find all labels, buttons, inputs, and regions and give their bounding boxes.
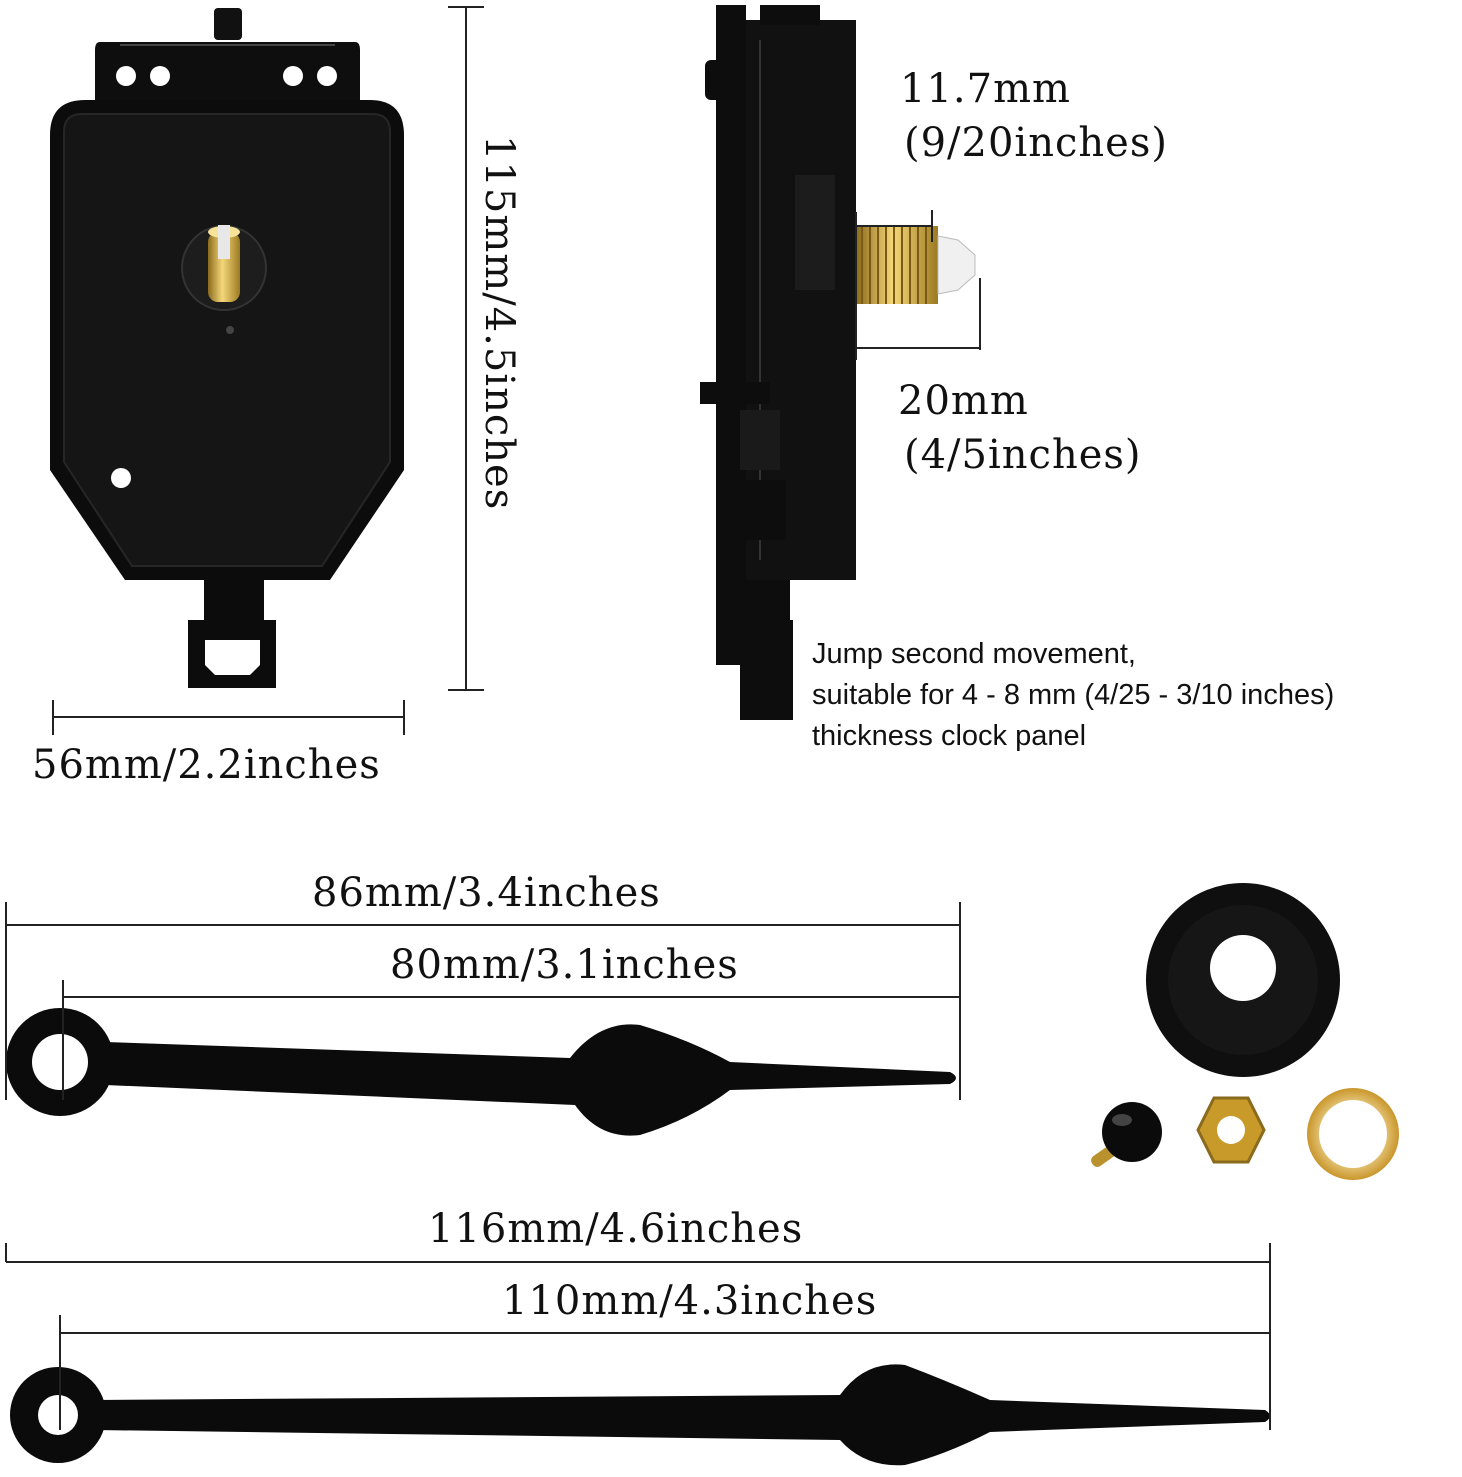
minute-hand-total-label: 116mm/4.6inches (428, 1206, 804, 1252)
minute-hand-center-label: 110mm/4.3inches (502, 1278, 878, 1324)
hour-hand-center-label: 80mm/3.1inches (390, 942, 739, 988)
rubber-washer (1146, 883, 1340, 1077)
second-hand-cap (1091, 1102, 1162, 1167)
shaft-total-label-in: (4/5inches) (904, 432, 1142, 478)
shaft-thread-label-in: (9/20inches) (904, 120, 1168, 166)
hour-hand-total-label: 86mm/3.4inches (312, 870, 661, 916)
movement-note-line-3: thickness clock panel (812, 720, 1087, 752)
shaft-dimension-lines (855, 210, 981, 360)
width-dimension-line (52, 700, 405, 735)
hex-nut (1196, 1096, 1266, 1164)
movement-height-label: 115mm/4.5inches (476, 135, 522, 511)
movement-front-view (50, 8, 404, 688)
shaft-thread-label-mm: 11.7mm (900, 66, 1071, 112)
movement-side-view (700, 5, 976, 720)
brass-washer (1307, 1088, 1399, 1180)
movement-note-line-1: Jump second movement, (812, 638, 1136, 670)
hour-hand-dimension-lines (5, 902, 961, 1100)
minute-hand (10, 1364, 1270, 1466)
hour-hand (6, 1008, 956, 1136)
height-dimension-line (448, 6, 484, 691)
movement-note-line-2: suitable for 4 - 8 mm (4/25 - 3/10 inche… (812, 679, 1335, 711)
shaft-total-label-mm: 20mm (898, 378, 1029, 424)
minute-hand-dimension-lines (5, 1243, 1271, 1430)
movement-width-label: 56mm/2.2inches (32, 742, 381, 788)
